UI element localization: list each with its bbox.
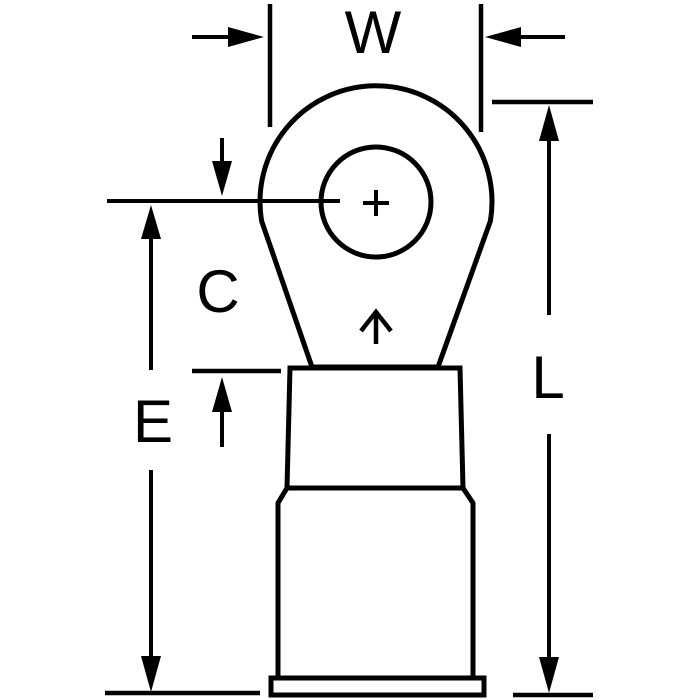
e-label: E <box>133 388 173 455</box>
w-arrowhead-left <box>228 27 264 47</box>
dimension-w: W <box>192 0 565 132</box>
terminal-ring-outline <box>257 83 495 370</box>
insulation-barrel <box>268 365 487 698</box>
e-arrowhead-down <box>141 656 161 692</box>
insulation-lower-section <box>275 485 476 681</box>
w-arrowhead-right <box>485 27 521 47</box>
l-arrowhead-up <box>539 105 559 141</box>
w-label: W <box>345 0 402 66</box>
l-arrowhead-down <box>539 657 559 693</box>
orientation-arrow-icon <box>359 308 393 344</box>
c-arrowhead-up <box>212 377 232 412</box>
terminal-ring <box>257 83 495 370</box>
dimension-c: C <box>192 138 281 447</box>
hole-center-cross <box>363 190 389 216</box>
orientation-arrow-head <box>359 308 393 333</box>
insulation-upper-section <box>284 365 466 491</box>
dimension-e: E <box>105 205 260 696</box>
c-label: C <box>196 258 239 325</box>
l-label: L <box>531 344 564 411</box>
dimension-l: L <box>492 99 593 698</box>
insulation-flange <box>268 675 487 698</box>
e-arrowhead-up <box>141 205 161 239</box>
c-arrowhead-down <box>212 161 232 196</box>
